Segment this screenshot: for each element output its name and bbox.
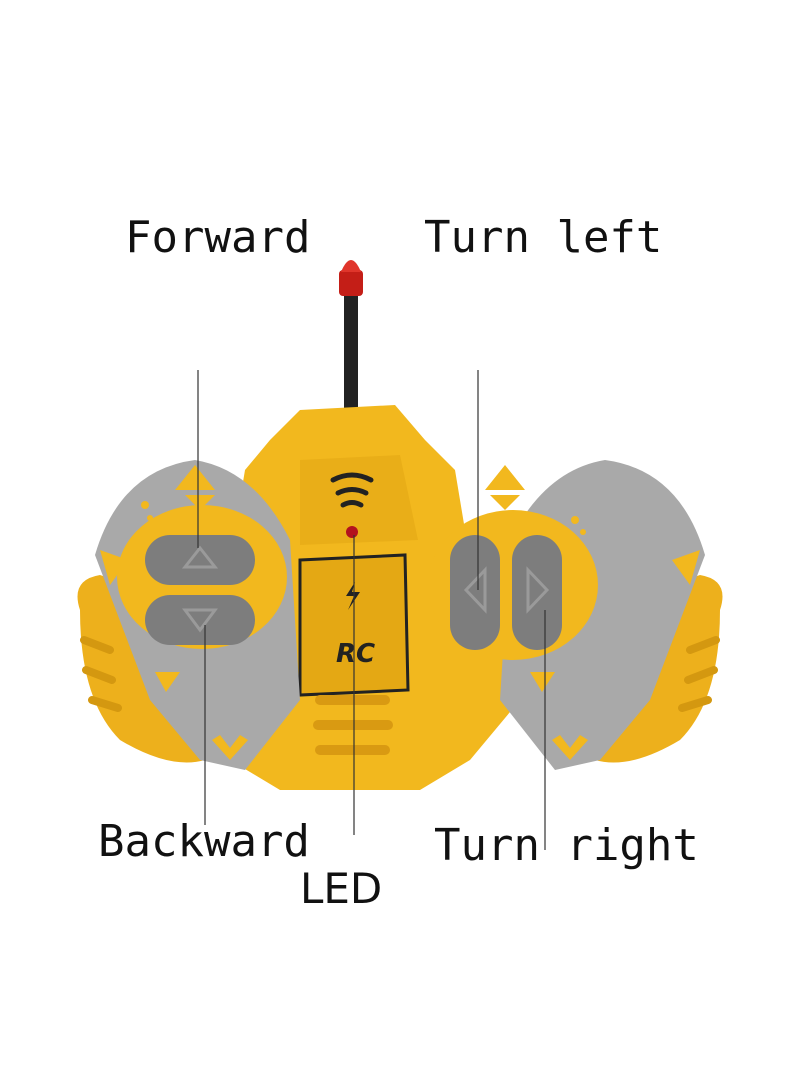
lightning-icon	[346, 582, 360, 610]
forward-button[interactable]	[145, 535, 255, 585]
turn-left-button[interactable]	[450, 535, 500, 650]
turn-left-label: Turn left	[424, 212, 663, 263]
signal-icon	[330, 472, 374, 508]
up-arrow-icon	[181, 545, 219, 569]
turn-right-label: Turn right	[434, 820, 699, 871]
left-arrow-icon	[463, 566, 487, 614]
down-arrow-icon	[182, 608, 218, 633]
rc-logo: RC	[336, 639, 375, 669]
right-arrow-icon	[526, 566, 550, 614]
forward-label: Forward	[125, 212, 311, 263]
led-indicator	[346, 526, 358, 538]
backward-label: Backward	[98, 816, 310, 867]
led-label: LED	[300, 864, 383, 913]
backward-button[interactable]	[145, 595, 255, 645]
callout-lines	[197, 370, 546, 850]
antenna	[339, 260, 363, 420]
turn-right-button[interactable]	[512, 535, 562, 650]
